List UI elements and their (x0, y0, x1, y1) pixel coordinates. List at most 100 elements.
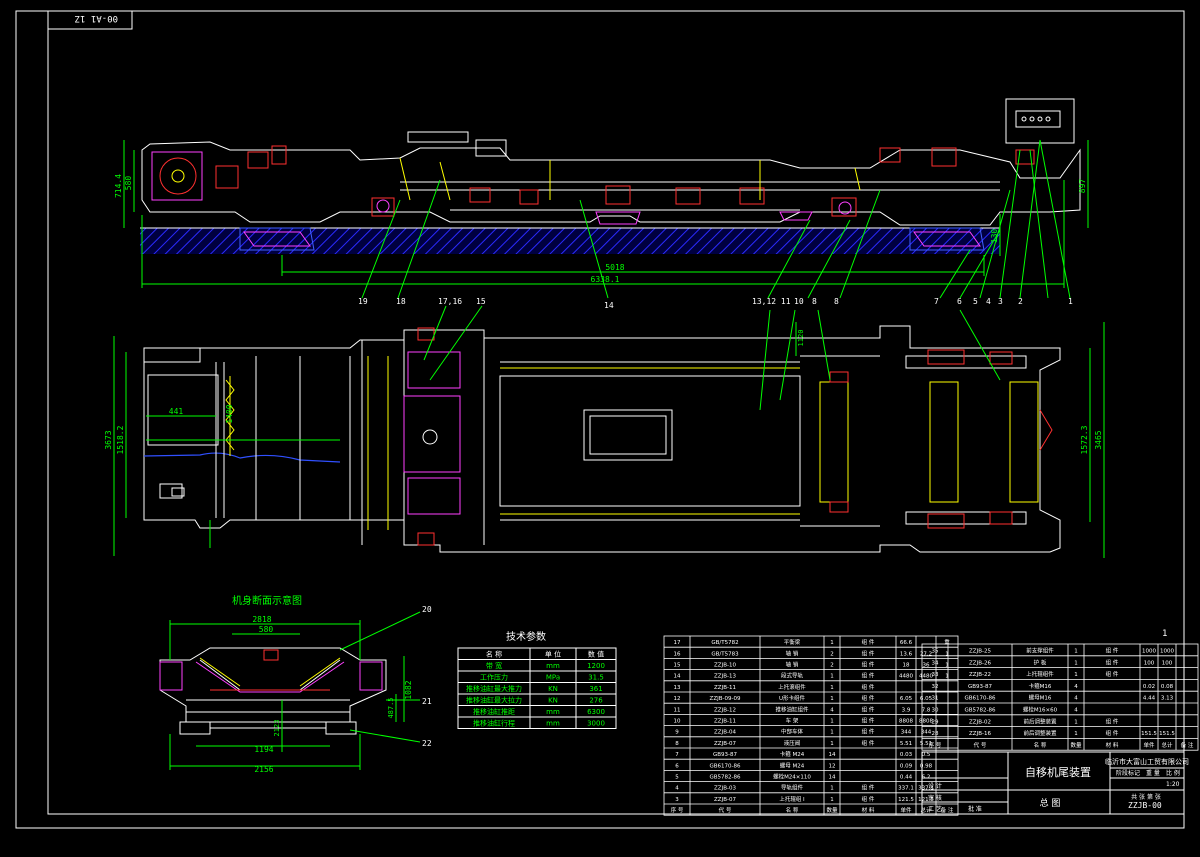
bom-cell: 337.1 (918, 786, 934, 792)
drawing-name: 自移机尾装置 (1025, 765, 1091, 779)
callout-13-12-11: 13,12 11 (752, 297, 791, 306)
bom-cell: 3 (675, 797, 679, 803)
bom-cell: 3.9 (902, 707, 911, 713)
bom-cell: 5 (675, 774, 679, 780)
bom-cell: 轴 销 (786, 660, 799, 668)
bom-cell: 上托辊组件 (1026, 670, 1054, 678)
bom-cell: 0.03 (900, 752, 913, 758)
callout-8: 8 (812, 297, 817, 306)
scale-label: 比 例 (1166, 769, 1180, 777)
bom-cell: 组 件 (862, 683, 875, 691)
bom-cell: 29 (932, 719, 939, 725)
inner-frame (47, 10, 1185, 815)
bom-cell: 2 (830, 662, 834, 668)
bom-cell: 上托滚组件 (778, 683, 806, 691)
bom-cell: 66.6 (900, 640, 913, 646)
callout-2: 2 (1018, 297, 1023, 306)
callout-4: 4 (986, 297, 991, 306)
bom-cell: GB6170-86 (964, 696, 996, 702)
bom-cell: 1 (945, 662, 949, 668)
bom-cell: ZZJB-07 (714, 741, 736, 747)
bom-cell: 8808 (899, 718, 913, 724)
bom-cell: 组 件 (862, 784, 875, 792)
bom-cell: 1 (945, 651, 949, 657)
bom-cell: 344 (901, 730, 912, 736)
svg-text:130: 130 (990, 229, 999, 244)
bom-cell: 4.44 (1143, 696, 1156, 702)
bom-cell: 8808 (919, 718, 933, 724)
bom-cell: 1 (945, 674, 949, 680)
bom-cell: ZZJB-07 (714, 797, 736, 803)
bom-cell: 13 (674, 685, 681, 691)
bom-cell: 前支撑组件 (1026, 646, 1054, 654)
tech-cell: mm (546, 720, 560, 728)
bom-cell: 12 (829, 763, 836, 769)
company-name: 临沂市大富山工贸有限公司 (1105, 757, 1189, 766)
scale-value: 1:20 (1166, 781, 1180, 788)
bom-cell: 12 (674, 696, 681, 702)
bom-cell: 14 (674, 674, 681, 680)
bom-cell: 序 号 (929, 741, 942, 749)
bom-cell: 9 (675, 730, 679, 736)
callout-1: 1 (1068, 297, 1073, 306)
bom-cell: 13.6 (900, 651, 913, 657)
bom-cell: GB93-87 (968, 684, 993, 690)
bom-cell: 1 (1074, 660, 1078, 666)
bom-cell: 1000 (1160, 648, 1174, 654)
bom-cell: ZZJB-26 (969, 660, 991, 666)
bom-cell: 液压阀 (784, 739, 801, 747)
bom-cell: 0.44 (900, 774, 913, 780)
tech-cell: 推移油缸最大推力 (466, 684, 522, 693)
bom-cell: 1 (1074, 719, 1078, 725)
weight-label: 重 量 (1146, 769, 1160, 777)
callout-6: 6 (957, 297, 962, 306)
svg-text:1518.2: 1518.2 (116, 425, 125, 454)
tech-cell: 推移油缸行程 (473, 719, 515, 728)
bom-cell: 前后调整装置 (1023, 729, 1057, 737)
svg-text:897: 897 (1078, 179, 1087, 194)
svg-text:1194: 1194 (254, 745, 273, 754)
bom-cell: 1 (830, 741, 834, 747)
bom-cell: 100 (1144, 660, 1155, 666)
bom-cell: 14 (829, 752, 836, 758)
svg-text:1400: 1400 (225, 404, 234, 423)
bom-cell: 7 (675, 752, 679, 758)
bom-cell: 数量 (1070, 741, 1082, 749)
bom-cell: 数量 (826, 806, 838, 814)
bom-cell: 1 (830, 718, 834, 724)
callout-21: 21 (422, 697, 432, 706)
bom-cell: 10 (674, 718, 681, 724)
callout-14: 14 (604, 301, 614, 310)
bom-cell: GB5782-86 (709, 774, 741, 780)
side-elevation-view: 714.4 580 897 130 5018 6338.1 19 18 14 1… (114, 98, 1089, 310)
bom-cell: 6 (675, 763, 679, 769)
bom-cell: 6.05 (900, 696, 913, 702)
tech-cell: 1200 (587, 662, 605, 670)
bom-cell: 轴 销 (786, 649, 799, 657)
bom-cell: 1 (830, 730, 834, 736)
svg-text:1082: 1082 (404, 680, 413, 699)
callout-5: 5 (973, 297, 978, 306)
bom-cell: 4480 (919, 674, 933, 680)
bom-cell: 1 (830, 797, 834, 803)
bom-cell: 前后调整装置 (1023, 717, 1057, 725)
bom-cell: ZZJB-11 (714, 685, 736, 691)
bom-cell: ZZJB-03 (714, 786, 736, 792)
bom-cell: 螺母 M24 (780, 761, 805, 769)
bom-cell: 材 料 (862, 806, 875, 814)
bom-cell: 螺母M16 (1029, 694, 1052, 702)
bom-cell: 35 (932, 648, 939, 654)
bom-cell: 材 料 (1106, 741, 1119, 749)
tech-cell: 带 宽 (486, 661, 502, 670)
bom-cell: 0.08 (1161, 684, 1174, 690)
bom-cell: 组 件 (862, 649, 875, 657)
bom-cell: 15 (674, 662, 681, 668)
bom-cell: 卡箍M16 (1029, 682, 1052, 690)
bom-cell: ZZJB-12 (714, 707, 736, 713)
tech-params-title: 技术参数 (506, 630, 546, 643)
bom-cell: ZZJB-10 (714, 662, 736, 668)
bom-cell: 组 件 (1106, 658, 1119, 666)
bom-cell: GB/T5782 (711, 640, 738, 646)
bom-cell: 1 (1074, 648, 1078, 654)
